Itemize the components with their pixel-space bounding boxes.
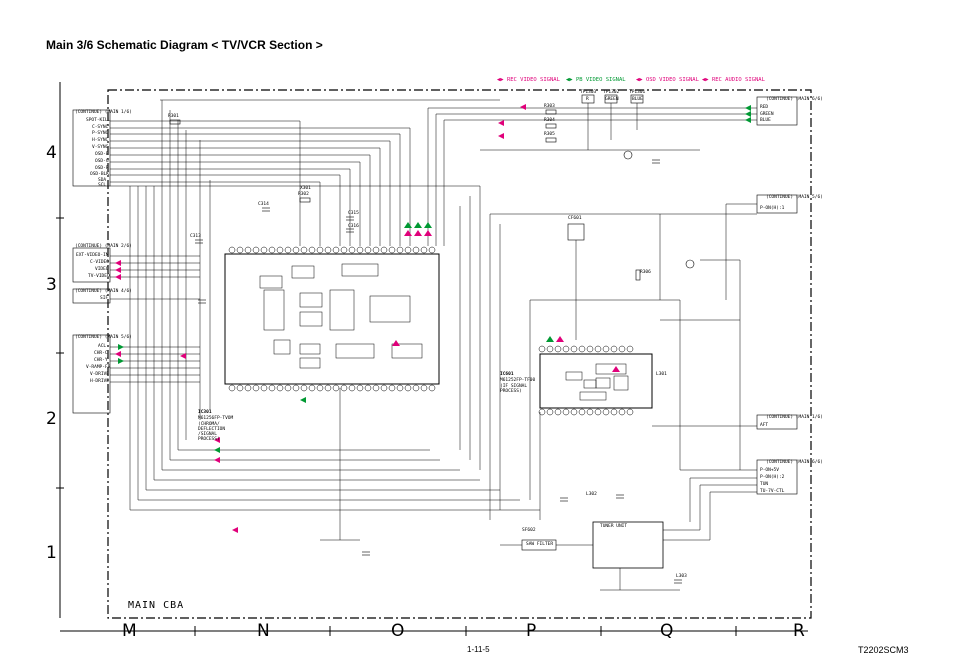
ic301-ref: IC301 — [198, 410, 212, 415]
pin-label: RED — [760, 105, 769, 110]
pin-label: TV-VIDEO — [88, 274, 110, 279]
column-label-q: Q — [660, 621, 674, 641]
board-label: MAIN CBA — [128, 600, 185, 611]
right-connector-header-afc: (CONTINUE) (MAIN 1/6) — [766, 415, 823, 420]
pin-label: VIDEO — [95, 267, 109, 272]
pin-label: P-ON+5V — [760, 468, 779, 473]
pin-label: CHR-Y — [94, 358, 108, 363]
test-point-label-blue: BLUE — [632, 97, 643, 102]
row-label-3: 3 — [46, 275, 57, 295]
component-ref: R306 — [640, 270, 651, 275]
test-point-1302: TP1302 — [603, 90, 620, 95]
pin-label: OSD-R — [95, 166, 109, 171]
ic301-part: M61256FP-TVOM — [198, 416, 234, 421]
legend-pb-video: ◀▶ PB VIDEO SIGNAL — [566, 77, 626, 83]
column-label-p: P — [526, 621, 537, 641]
left-connector-header-3: (CONTINUE) (MAIN 4/6) — [75, 289, 132, 294]
component-ref: SF602 — [522, 528, 536, 533]
pin-label: TUN — [760, 482, 769, 487]
pin-label: AFT — [760, 423, 769, 428]
pin-label: OSD-B — [95, 152, 109, 157]
pin-label: P-SYNC — [92, 131, 109, 136]
component-ref: C315 — [348, 211, 359, 216]
column-label-r: R — [793, 621, 805, 641]
ic601-ref: IC601 — [500, 372, 514, 377]
component-ref: R304 — [544, 118, 555, 123]
saw-filter-label: SAW FILTER — [526, 542, 554, 547]
drawing-code: T2202SCM3 — [858, 645, 909, 655]
legend-rec-audio: ◀▶ REC AUDIO SIGNAL — [702, 77, 765, 83]
component-ref: CF601 — [568, 216, 582, 221]
component-ref: C313 — [190, 234, 201, 239]
component-ref: L303 — [676, 574, 687, 579]
pin-label: V-DRIVE — [90, 372, 109, 377]
pin-label: EXT-VIDEO-IN — [76, 253, 109, 258]
column-label-o: O — [391, 621, 405, 641]
pin-label: P-ON(H):1 — [760, 206, 785, 211]
row-label-1: 1 — [46, 543, 57, 563]
component-ref: R303 — [544, 104, 555, 109]
component-ref: R302 — [298, 192, 309, 197]
left-connector-header-1: (CONTINUE) (MAIN 1/6) — [75, 110, 132, 115]
ic601-part: M61252FP-TF00 — [500, 378, 536, 383]
test-point-label-green: GREEN — [605, 97, 619, 102]
pin-label: BLUE — [760, 118, 771, 123]
component-ref: L302 — [586, 492, 597, 497]
column-label-m: M — [122, 621, 137, 641]
pin-label: ACL — [98, 344, 107, 349]
page-title: Main 3/6 Schematic Diagram < TV/VCR Sect… — [46, 38, 323, 52]
pin-label: OSD-G — [95, 159, 109, 164]
left-connector-header-4: (CONTINUE) (MAIN 5/6) — [75, 335, 132, 340]
pin-label: GREEN — [760, 112, 774, 117]
tuner-unit-label: TUNER UNIT — [600, 524, 628, 529]
pin-label: TU-7V-CTL — [760, 489, 785, 494]
left-connector-header-2: (CONTINUE) (MAIN 2/6) — [75, 244, 132, 249]
pin-label: V-SYNC — [92, 145, 109, 150]
pin-label: CHR-C — [94, 351, 108, 356]
pin-label: SIF — [100, 296, 109, 301]
row-label-2: 2 — [46, 409, 57, 429]
right-connector-header-pon: (CONTINUE) (MAIN 5/6) — [766, 195, 823, 200]
page-number: 1-11-5 — [467, 645, 490, 654]
component-ref: C314 — [258, 202, 269, 207]
component-ref: X301 — [300, 186, 311, 191]
component-ref: L301 — [656, 372, 667, 377]
right-connector-header-tuner: (CONTINUE) (MAIN 6/6) — [766, 460, 823, 465]
pin-label: SPOT-KILL — [86, 118, 111, 123]
component-ref: R305 — [544, 132, 555, 137]
pin-label: H-SYNC — [92, 138, 109, 143]
pin-label: P-ON(H):2 — [760, 475, 785, 480]
column-label-n: N — [257, 621, 270, 641]
row-label-4: 4 — [46, 143, 57, 163]
legend-rec-video: ◀▶ REC VIDEO SIGNAL — [497, 77, 560, 83]
ic301-desc: (CHROMA/ DEFLECTION /SIGNAL PROCESS) — [198, 422, 226, 442]
test-point-1303: TP1303 — [580, 90, 597, 95]
right-connector-header-rgb: (CONTINUE) (MAIN 6/6) — [766, 97, 823, 102]
test-point-label-r: R — [586, 97, 589, 102]
ic601-desc: (IF SIGNAL PROCESS) — [500, 384, 528, 394]
component-ref: C316 — [348, 224, 359, 229]
pin-label: OSD-BLK — [90, 172, 109, 177]
component-ref: R301 — [168, 114, 179, 119]
pin-label: C-VIDEO — [90, 260, 109, 265]
pin-label: SCL — [98, 183, 107, 188]
test-point-1301: TP1301 — [629, 90, 646, 95]
pin-label: H-DRIVE — [90, 379, 109, 384]
pin-label: SDA — [98, 178, 107, 183]
pin-label: V-RAMP-FB — [86, 365, 111, 370]
legend-osd-video: ◀▶ OSD VIDEO SIGNAL — [636, 77, 699, 83]
pin-label: C-SYNC — [92, 125, 109, 130]
